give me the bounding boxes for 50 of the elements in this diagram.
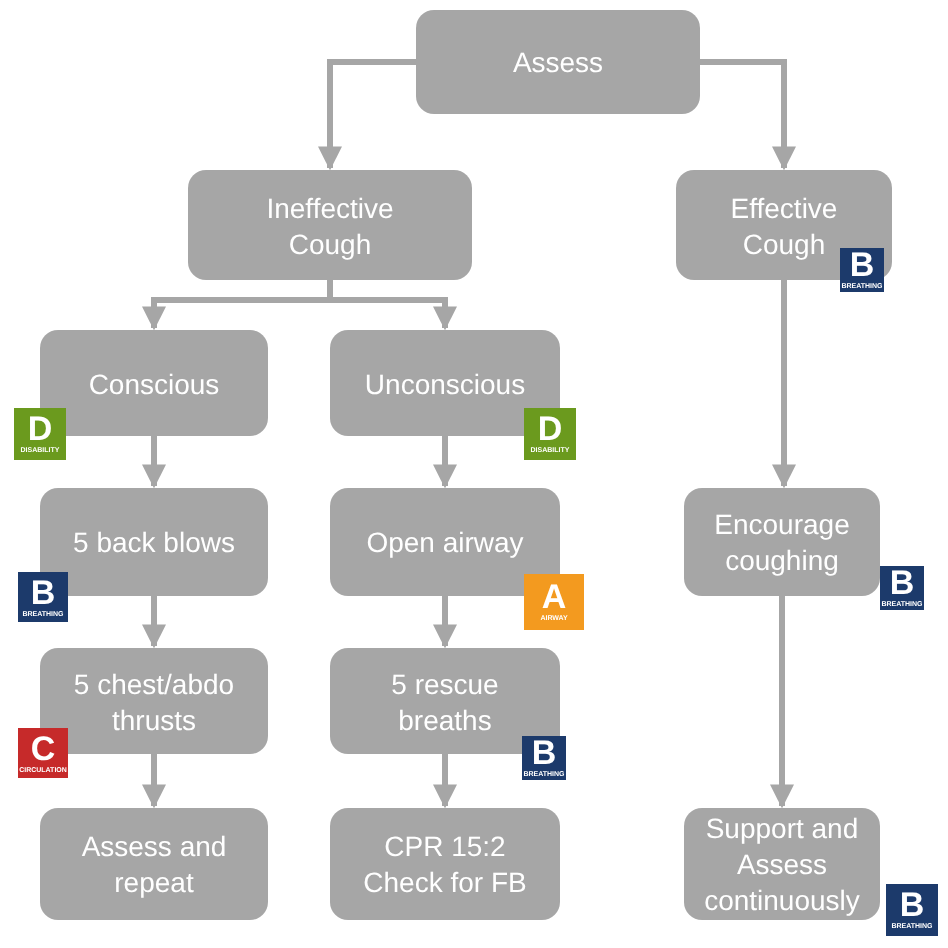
process-box — [188, 170, 472, 280]
category-badge — [524, 574, 584, 630]
category-badge — [522, 736, 566, 780]
arrow — [142, 436, 166, 489]
box-text: Open airway — [366, 524, 524, 560]
process-box — [676, 170, 892, 280]
category-badge — [880, 566, 924, 610]
arrow — [142, 754, 166, 809]
box-text: Encourage coughing — [712, 506, 852, 578]
process-box — [684, 808, 880, 920]
category-badge — [840, 248, 884, 292]
arrow — [327, 280, 457, 331]
arrow — [142, 596, 166, 649]
badge-letter: A — [541, 580, 567, 615]
category-badge — [14, 408, 66, 460]
badge-letter: D — [537, 412, 563, 447]
box-text: Conscious — [88, 365, 220, 401]
badge-letter: B — [889, 566, 915, 601]
category-badge — [18, 572, 68, 622]
box-text: Support and Assess continuously — [702, 810, 862, 918]
box-text: Ineffective Cough — [264, 189, 396, 261]
box-text: 5 back blows — [73, 524, 235, 560]
category-badge — [524, 408, 576, 460]
badge-letter: B — [899, 888, 925, 923]
process-box — [40, 808, 268, 920]
badge-letter: B — [30, 575, 56, 610]
process-box — [330, 330, 560, 436]
box-text: 5 chest/abdo thrusts — [71, 665, 237, 737]
box-text: CPR 15:2 Check for FB — [362, 828, 528, 900]
arrow — [770, 596, 794, 809]
badge-letter: B — [849, 248, 875, 283]
process-box — [684, 488, 880, 596]
box-text: Effective Cough — [728, 189, 840, 261]
arrow — [700, 59, 796, 171]
arrow — [433, 596, 457, 649]
process-box — [330, 808, 560, 920]
badge-letter: C — [30, 731, 56, 766]
arrow — [772, 280, 796, 489]
arrow — [433, 436, 457, 489]
category-badge — [18, 728, 68, 778]
arrow — [433, 754, 457, 809]
process-box — [416, 10, 700, 114]
box-text: Assess and repeat — [79, 828, 229, 900]
arrow — [318, 59, 416, 171]
box-text: 5 rescue breaths — [389, 665, 501, 737]
badge-letter: D — [27, 412, 53, 447]
badge-letter: B — [531, 736, 557, 771]
category-badge — [886, 884, 938, 936]
box-text: Assess — [512, 44, 604, 80]
box-text: Unconscious — [364, 365, 526, 401]
